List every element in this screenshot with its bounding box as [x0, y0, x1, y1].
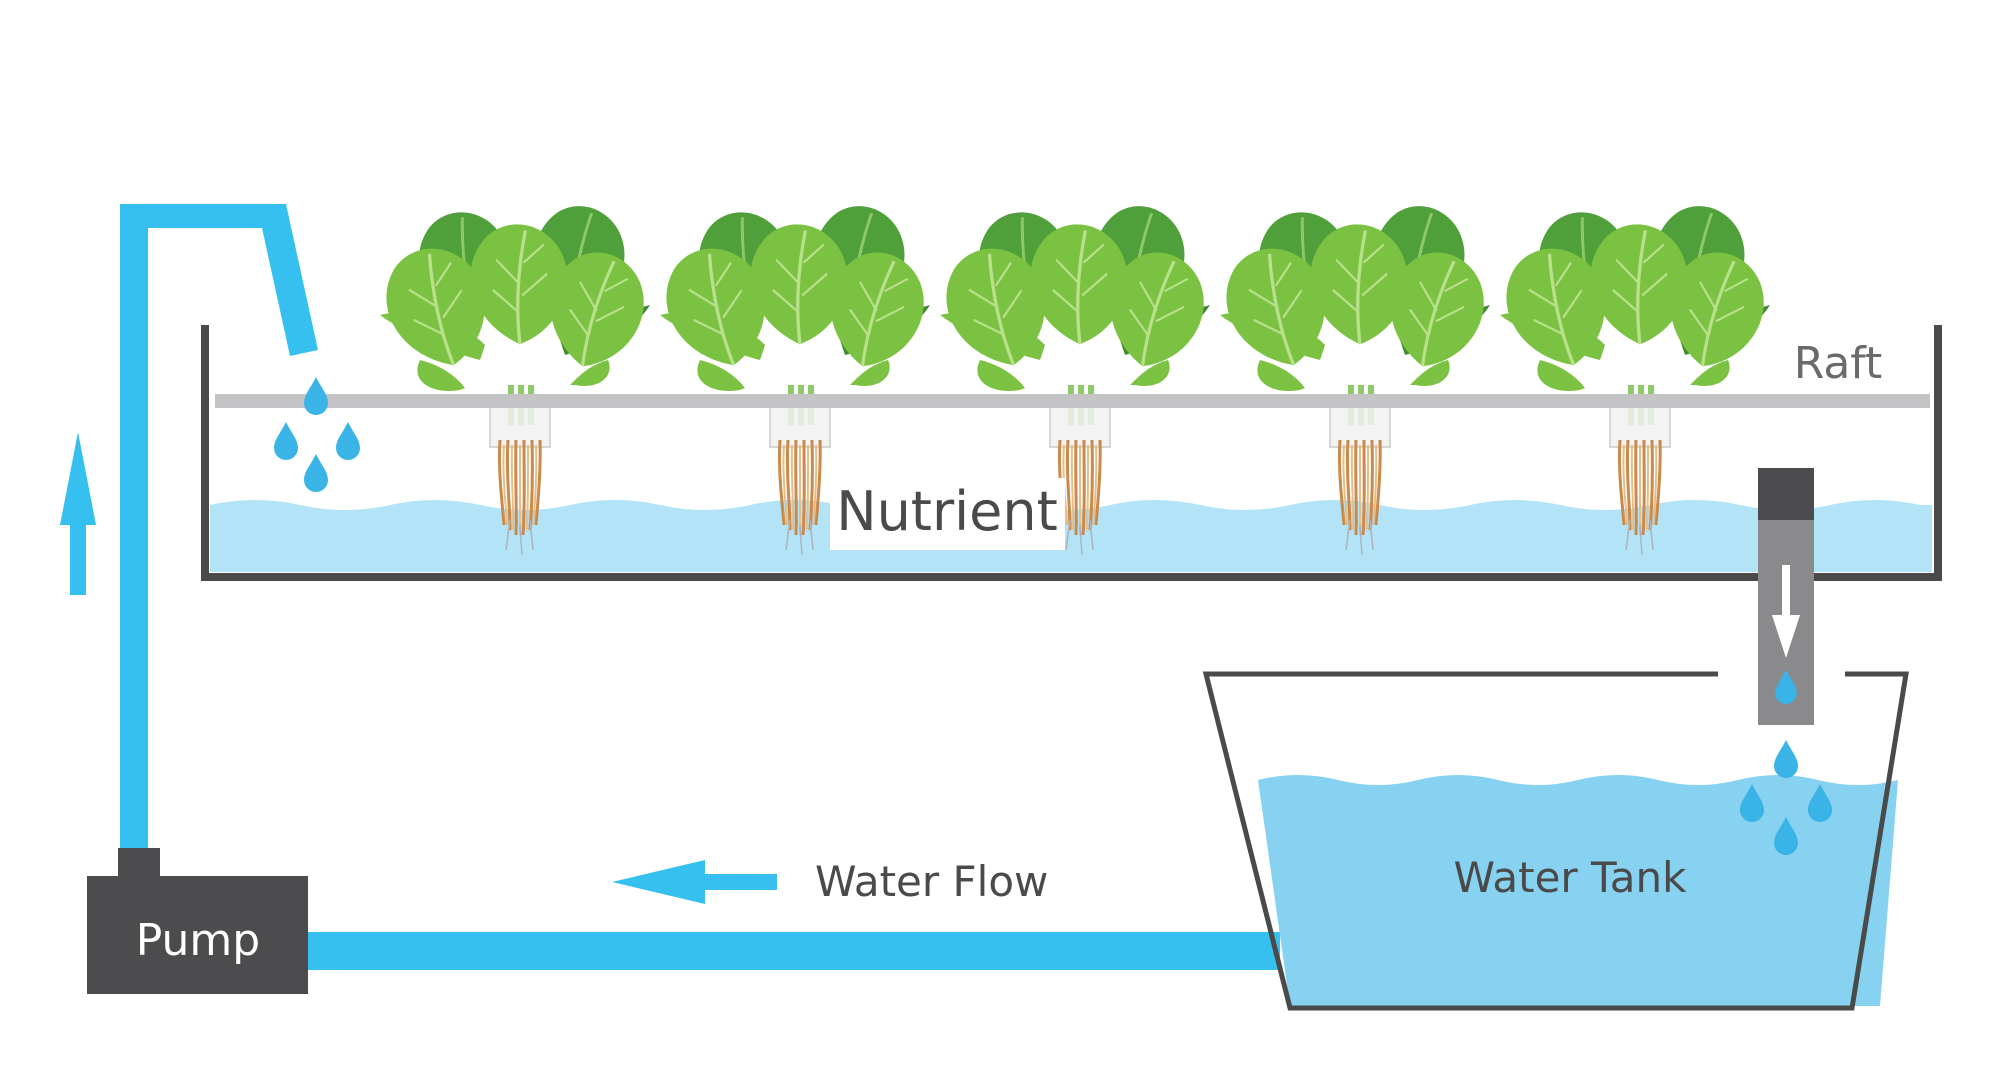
pump-connector	[118, 848, 160, 876]
up-arrow-icon	[60, 432, 96, 595]
pump-body	[87, 876, 308, 994]
nutrient-label-bg	[830, 478, 1065, 550]
plants	[375, 201, 1775, 555]
tank-outline	[1202, 671, 1909, 1011]
drain-cap	[1758, 468, 1814, 520]
pump-label: Pump	[136, 915, 260, 966]
water-flow-label: Water Flow	[815, 857, 1048, 906]
tank-water	[1258, 775, 1898, 1006]
drop-icon	[304, 454, 328, 492]
raft-label: Raft	[1794, 338, 1883, 389]
plant-4	[1215, 201, 1495, 555]
raft	[215, 394, 1930, 408]
drop-icon	[304, 377, 328, 415]
nutrient-label: Nutrient	[836, 480, 1058, 543]
water-flow-arrow-icon	[612, 860, 777, 904]
water-tank-label: Water Tank	[1454, 853, 1688, 902]
drain-down-arrow-icon	[1772, 565, 1800, 658]
trough-outline	[201, 325, 1942, 581]
drop-icon	[1774, 740, 1798, 778]
trough-water	[210, 500, 1932, 572]
drop-icon	[336, 422, 360, 460]
return-pipe	[308, 932, 1280, 970]
drop-icon	[274, 422, 298, 460]
supply-pipe	[120, 204, 318, 860]
